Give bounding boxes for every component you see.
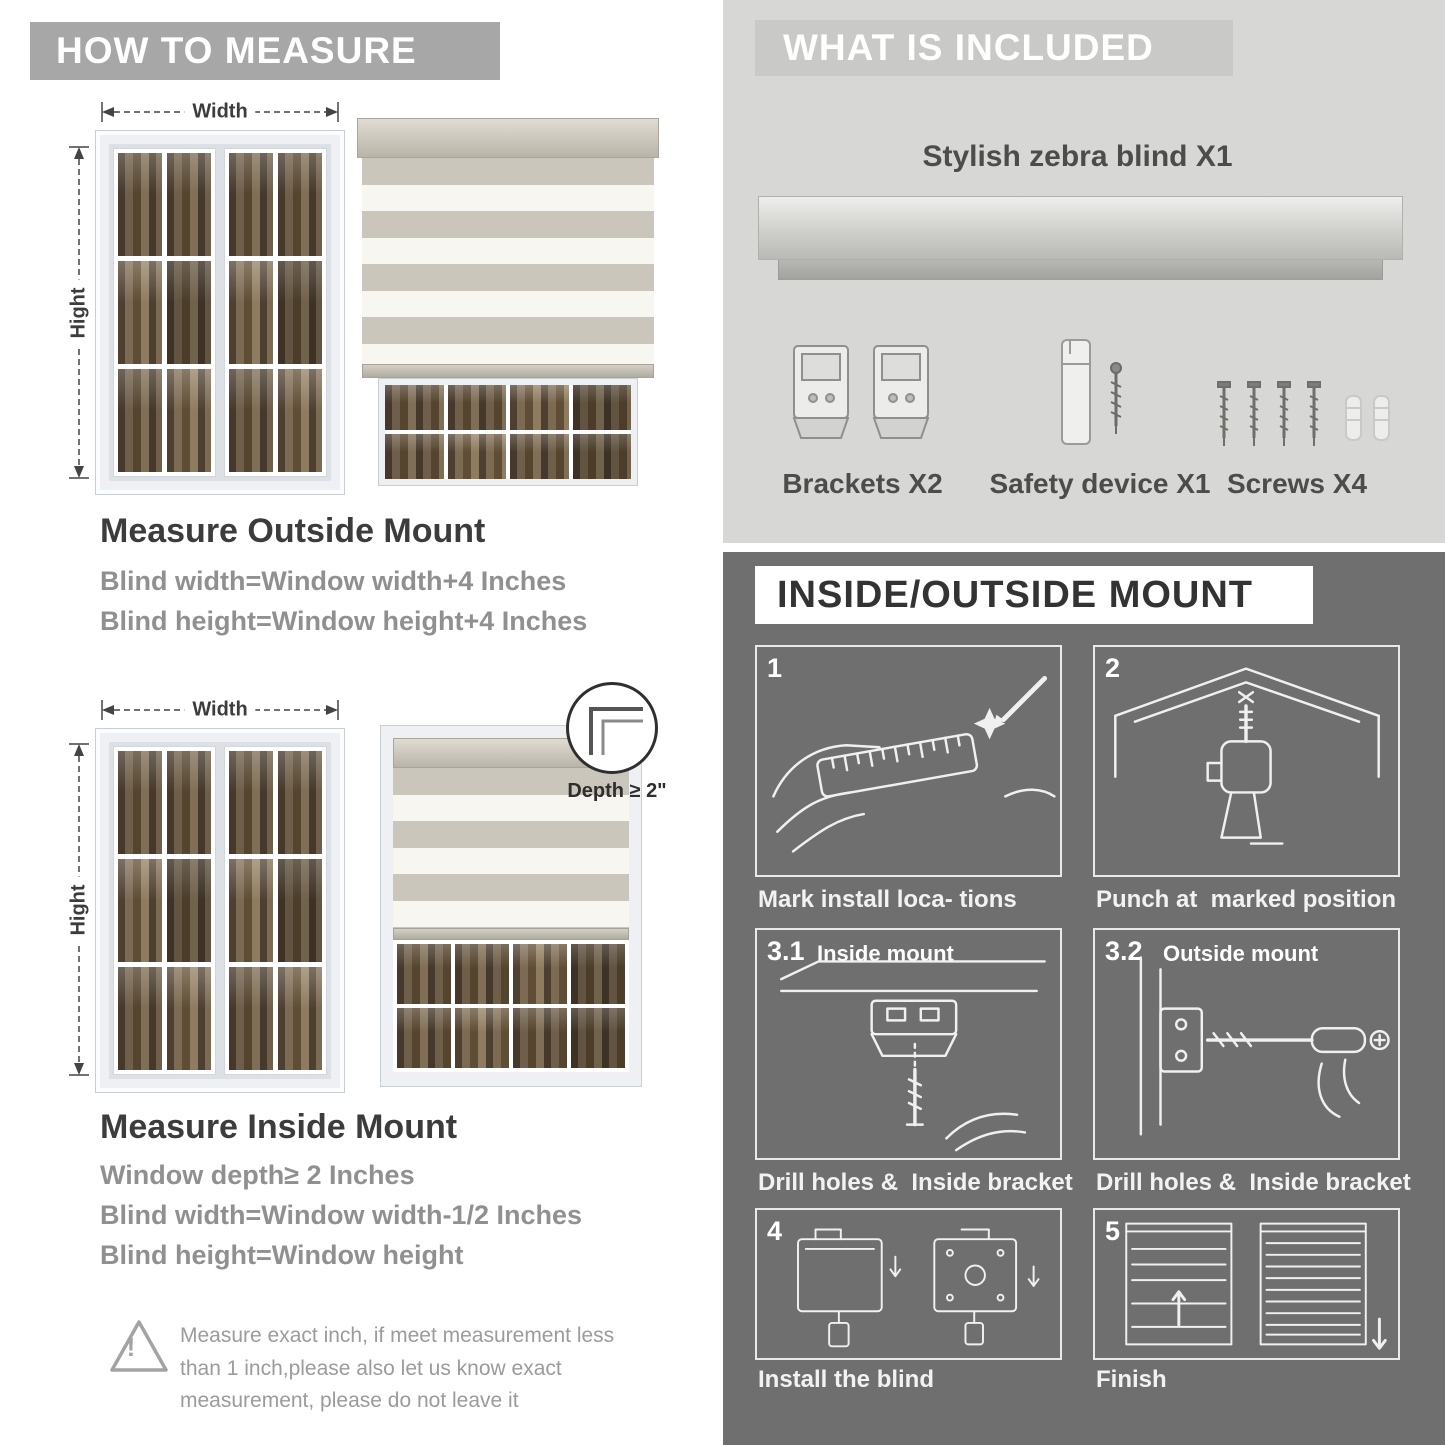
height-arrow-inside: Hight [66,742,92,1077]
step-caption-1: Mark install loca- tions [758,886,1017,913]
mount-section [723,552,1445,1445]
window-sash [224,746,327,1075]
step4-install-blind-illustration [797,1228,1040,1348]
screws-label: Screws X4 [1226,468,1368,499]
width-label: Width [184,100,256,124]
step-caption-5: Finish [1096,1366,1167,1393]
warning-triangle-icon [110,1320,168,1372]
warning-text: Measure exact inch, if meet measurement … [180,1324,615,1413]
window-sash [224,148,327,477]
outside-mount-rule-height: Blind height=Window height+4 Inches [100,606,588,636]
outside-mount-rule-width: Blind width=Window width+4 Inches [100,566,567,596]
step-panel-3-1: 3.1 Inside mount [755,928,1062,1160]
step-panel-2: 2 [1093,645,1400,877]
warning-exclamation: ! [126,1332,136,1362]
zebra-blind-illustration-inside [380,725,642,1087]
safety-device-label: Safety device X1 [989,468,1211,499]
window-illustration-outside [95,130,345,495]
brackets-icon [792,345,930,439]
step-panel-5: 5 [1093,1208,1400,1360]
what-is-included-banner: WHAT IS INCLUDED [755,20,1233,76]
blind-bottomrail [362,364,654,378]
step-panel-4: 4 [755,1208,1062,1360]
window-illustration-inside [95,728,345,1093]
step3-1-inside-bracket-illustration [780,960,1046,1152]
height-label: Hight [67,875,91,944]
inside-mount-rule-height: Blind height=Window height [100,1240,464,1270]
step5-finish-illustration [1125,1222,1387,1350]
step-panel-3-2: 3.2 Outside mount [1093,928,1400,1160]
step-caption-2: Punch at marked position [1096,886,1397,913]
step-caption-4: Install the blind [758,1366,935,1393]
width-arrow-inside: Width [100,698,340,722]
inside-mount-rule-depth: Window depth≥ 2 Inches [100,1160,415,1190]
width-arrow-outside: Width [100,100,340,124]
window-below-blind [378,378,638,486]
brackets-label: Brackets X2 [782,468,943,499]
zebra-blind-illustration-outside [357,118,659,488]
step-number: 1 [767,653,783,683]
blind-stripes [362,158,654,364]
blind-stripes [393,768,629,928]
width-label: Width [184,698,256,722]
blind-bottomrail [393,928,629,940]
step3-2-outside-bracket-illustration [1139,956,1390,1136]
step-number: 3.1 [767,936,805,966]
step-number: 3.2 [1105,936,1143,966]
height-arrow-outside: Hight [66,145,92,480]
step-number: 4 [767,1216,783,1246]
outside-mount-title: Measure Outside Mount [100,512,486,550]
step1-mark-location-illustration [772,675,1056,853]
window-sash [113,746,216,1075]
step-panel-1: 1 [755,645,1062,877]
step-number: 5 [1105,1216,1121,1246]
step-caption-3-1: Drill holes & Inside bracket [758,1169,1073,1196]
window-corner-detail-icon [589,707,643,755]
zebra-blind-item-label: Stylish zebra blind X1 [922,140,1233,173]
step-caption-3-2: Drill holes & Inside bracket [1096,1169,1411,1196]
step-number: 2 [1105,653,1121,683]
headrail-illustration [758,196,1403,280]
step2-drill-illustration [1114,667,1380,845]
how-to-measure-banner: HOW TO MEASURE [30,22,500,80]
mount-section-banner: INSIDE/OUTSIDE MOUNT [755,566,1313,624]
depth-label: Depth ≥ 2" [567,780,667,802]
step-title: Outside mount [1163,941,1319,966]
inside-mount-title: Measure Inside Mount [100,1108,458,1146]
depth-callout-circle [566,682,658,774]
height-label: Hight [67,278,91,347]
safety-device-icon [1061,339,1122,445]
inside-mount-rule-width: Blind width=Window width-1/2 Inches [100,1200,583,1230]
blind-headrail [357,118,659,158]
window-sash [113,148,216,477]
screws-icon [1217,381,1390,446]
